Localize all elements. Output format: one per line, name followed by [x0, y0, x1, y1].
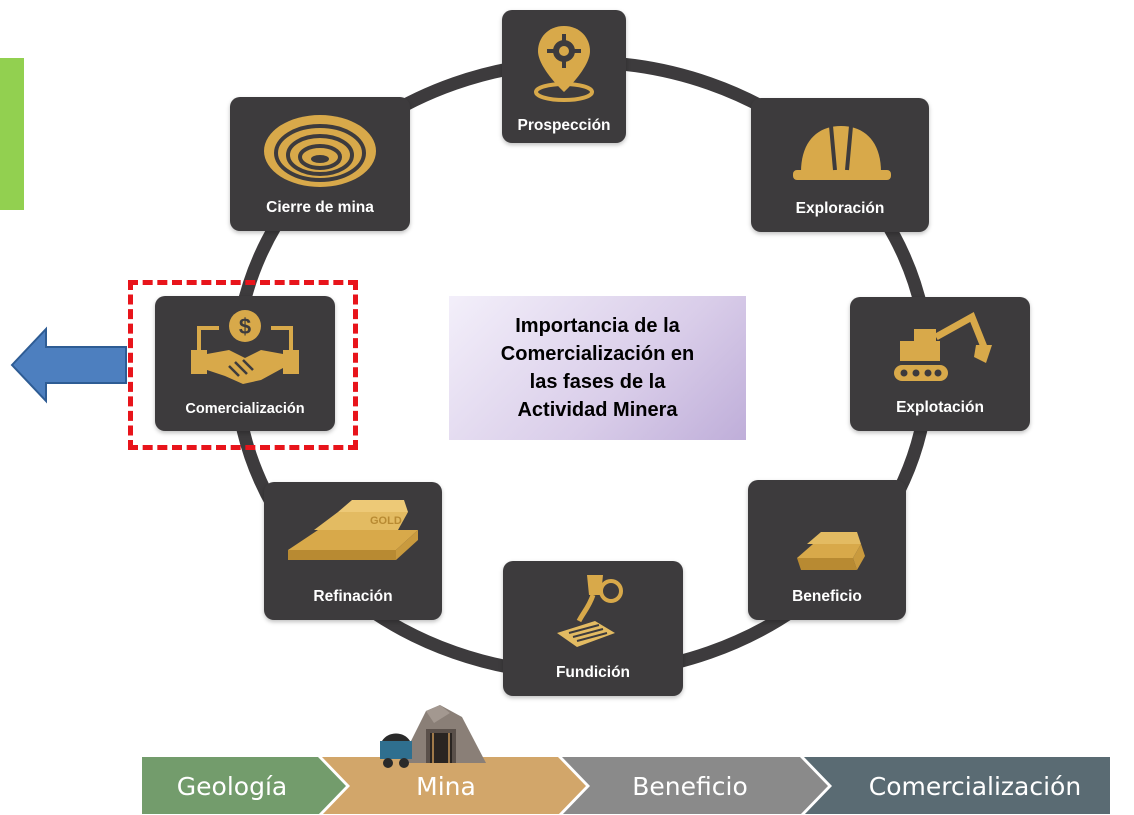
phase-label: Refinación [313, 588, 393, 605]
gold-bars-icon [748, 500, 906, 580]
phase-fundicion[interactable]: Fundición [503, 561, 683, 696]
mine-entrance-icon [380, 705, 486, 768]
phase-refinacion[interactable]: GOLD Refinación [264, 482, 442, 620]
hard-hat-icon [751, 108, 929, 188]
center-title-line: Importancia de la [515, 315, 680, 337]
gold-bars-icon: GOLD [264, 494, 442, 574]
phase-explotacion[interactable]: Explotación [850, 297, 1030, 431]
phase-label: Cierre de mina [266, 199, 374, 216]
chain-segment-mina [322, 757, 586, 814]
crucible-pouring-icon [503, 571, 683, 651]
chain-label-geologia: Geología [176, 771, 288, 801]
phase-label: Prospección [517, 117, 611, 134]
center-title-line: Actividad Minera [517, 399, 678, 421]
chain-segment-comercializacion [804, 757, 1110, 814]
chain-segment-geologia [142, 757, 346, 814]
phase-label: Explotación [896, 399, 984, 416]
phase-label: Fundición [555, 664, 631, 681]
center-title-line: Comercialización en [500, 343, 695, 365]
svg-text:GOLD: GOLD [370, 515, 402, 527]
handshake-dollar-icon: $ [155, 306, 335, 386]
phase-exploracion[interactable]: Exploración [751, 98, 929, 232]
phase-prospeccion[interactable]: Prospección [502, 10, 626, 143]
phase-label: Beneficio [792, 588, 862, 605]
chain-label-mina: Mina [416, 771, 476, 801]
phase-label: Comercialización [185, 401, 305, 417]
chain-label-comercializacion: Comercialización [868, 771, 1082, 801]
chain-segment-beneficio [562, 757, 828, 814]
highlight-dashed-box [128, 280, 358, 450]
svg-text:$: $ [239, 314, 251, 339]
phase-cierre-de-mina[interactable]: Cierre de mina [230, 97, 410, 231]
location-pin-icon [502, 20, 626, 102]
phase-beneficio[interactable]: Beneficio [748, 480, 906, 620]
excavator-icon [850, 307, 1030, 387]
center-title-line: las fases de la [529, 371, 666, 393]
phase-comercializacion[interactable]: $ Comercialización [155, 296, 335, 431]
phase-label: Exploración [795, 200, 885, 217]
green-accent-bar [0, 58, 24, 210]
left-arrow-icon[interactable] [10, 325, 130, 405]
open-pit-icon [230, 107, 410, 187]
center-title-box: Importancia de la Comercialización en la… [449, 296, 746, 440]
chain-label-beneficio: Beneficio [632, 771, 748, 801]
